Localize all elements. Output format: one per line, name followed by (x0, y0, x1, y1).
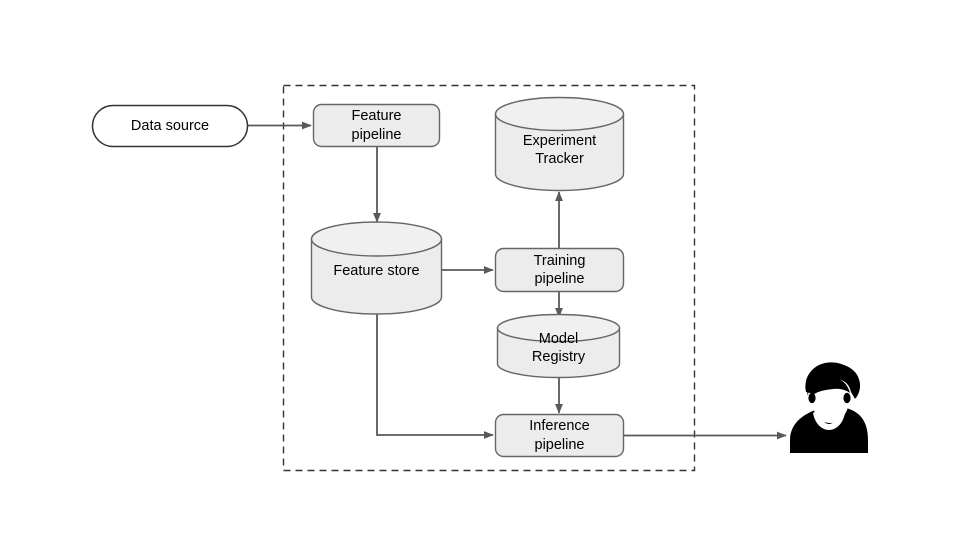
node-experiment-tracker[interactable] (494, 96, 625, 192)
node-feature-store[interactable] (310, 221, 443, 315)
node-inference-pipeline[interactable] (494, 413, 625, 458)
node-feature-pipeline[interactable] (312, 103, 441, 148)
edge-feature-store-to-inference-pipeline (376, 312, 494, 439)
node-model-registry[interactable] (496, 313, 621, 379)
node-data-source[interactable] (91, 104, 249, 148)
ml-platform-boundary (282, 84, 696, 472)
node-user[interactable] (790, 362, 868, 453)
node-training-pipeline[interactable] (494, 247, 625, 293)
user-avatar-icon (790, 362, 868, 453)
